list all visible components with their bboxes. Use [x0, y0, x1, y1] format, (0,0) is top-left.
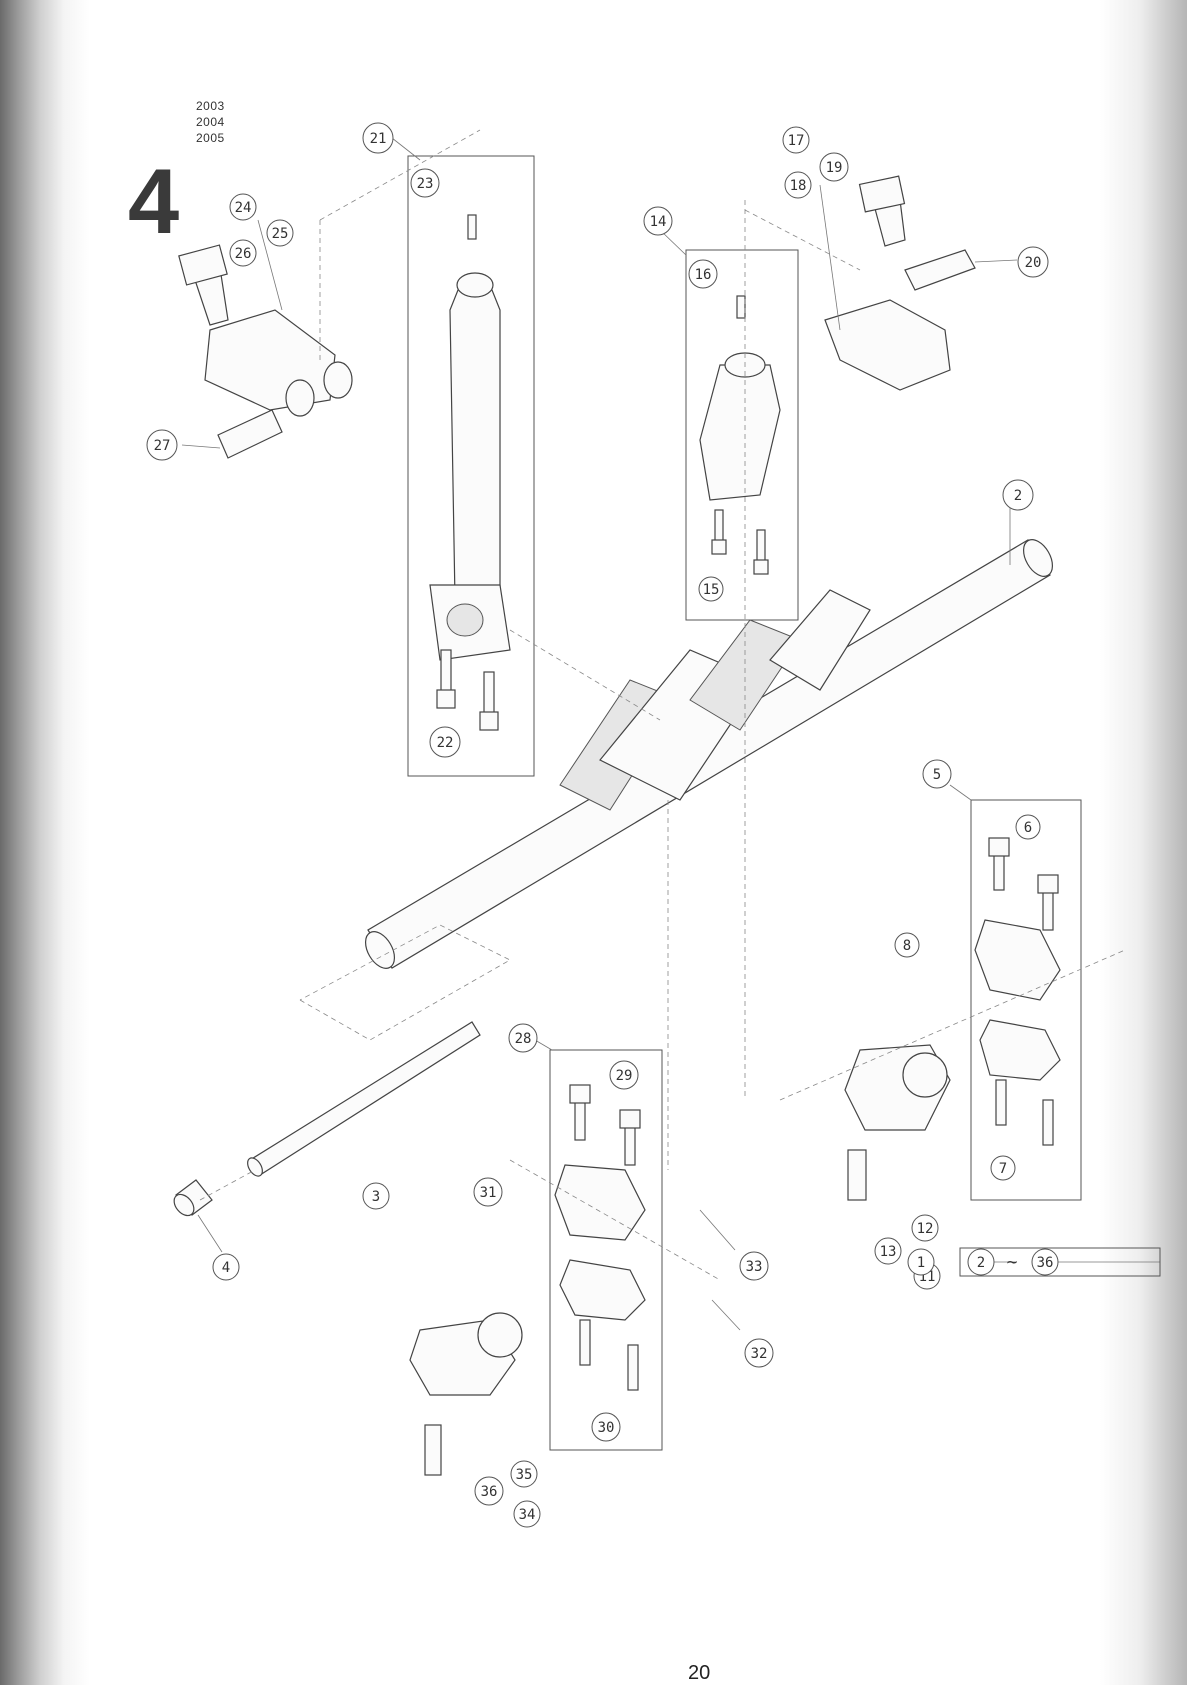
legend-root-callout: 1: [908, 1249, 934, 1275]
inner-shaft: [245, 1022, 480, 1179]
callout-18: 18: [785, 172, 811, 198]
callout-30: 30: [592, 1413, 620, 1441]
callout-15: 15: [699, 577, 723, 601]
svg-text:5: 5: [933, 767, 941, 783]
callout-31: 31: [474, 1178, 502, 1206]
callout-28: 28: [509, 1024, 537, 1052]
svg-text:7: 7: [999, 1161, 1007, 1177]
svg-text:23: 23: [417, 176, 434, 192]
svg-text:17: 17: [788, 133, 805, 149]
legend-to-callout: 36: [1032, 1249, 1058, 1275]
callout-32: 32: [745, 1339, 773, 1367]
svg-text:2: 2: [977, 1255, 985, 1271]
svg-text:8: 8: [903, 938, 911, 954]
svg-text:3: 3: [372, 1189, 380, 1205]
callout-7: 7: [991, 1156, 1015, 1180]
svg-text:21: 21: [370, 131, 387, 147]
callout-34: 34: [514, 1501, 540, 1527]
callout-8: 8: [895, 933, 919, 957]
block-assembly-right: [825, 176, 975, 390]
svg-text:1: 1: [917, 1255, 925, 1271]
coupling-right: [845, 838, 1060, 1200]
svg-text:33: 33: [746, 1259, 763, 1275]
svg-text:16: 16: [695, 267, 712, 283]
callout-26: 26: [230, 240, 256, 266]
sleeve: [170, 1180, 212, 1219]
callout-27: 27: [147, 430, 177, 460]
svg-text:31: 31: [480, 1185, 497, 1201]
callout-35: 35: [511, 1461, 537, 1487]
rod-bolts: [437, 650, 498, 730]
callout-3: 3: [363, 1183, 389, 1209]
svg-text:24: 24: [235, 200, 252, 216]
svg-text:14: 14: [650, 214, 667, 230]
callout-20: 20: [1018, 247, 1048, 277]
connecting-rod: [430, 215, 510, 660]
svg-text:15: 15: [703, 582, 720, 598]
page-number: 20: [688, 1662, 710, 1685]
svg-text:26: 26: [235, 246, 252, 262]
svg-text:36: 36: [481, 1484, 498, 1500]
callout-36: 36: [475, 1477, 503, 1505]
svg-text:34: 34: [519, 1507, 536, 1523]
callout-5: 5: [923, 760, 951, 788]
legend-separator: ~: [1007, 1252, 1018, 1273]
svg-text:25: 25: [272, 226, 289, 242]
svg-text:36: 36: [1037, 1255, 1054, 1271]
svg-text:29: 29: [616, 1068, 633, 1084]
svg-text:13: 13: [880, 1244, 897, 1260]
svg-text:18: 18: [790, 178, 807, 194]
callout-13: 13: [875, 1238, 901, 1264]
svg-text:27: 27: [154, 438, 171, 454]
bracket-assembly-left: [179, 245, 352, 458]
svg-text:35: 35: [516, 1467, 533, 1483]
svg-text:19: 19: [826, 160, 843, 176]
callout-29: 29: [610, 1061, 638, 1089]
svg-text:4: 4: [222, 1260, 230, 1276]
callout-22: 22: [430, 727, 460, 757]
callout-19: 19: [820, 153, 848, 181]
coupling-frame-right: [971, 800, 1081, 1200]
callout-14: 14: [644, 207, 672, 235]
callout-24: 24: [230, 194, 256, 220]
svg-text:12: 12: [917, 1221, 934, 1237]
svg-text:2: 2: [1014, 488, 1022, 504]
callout-12: 12: [912, 1215, 938, 1241]
callout-17: 17: [783, 127, 809, 153]
callout-4: 4: [213, 1254, 239, 1280]
callout-25: 25: [267, 220, 293, 246]
svg-text:30: 30: [598, 1420, 615, 1436]
svg-text:32: 32: [751, 1346, 768, 1362]
callout-33: 33: [740, 1252, 768, 1280]
svg-text:22: 22: [437, 735, 454, 751]
rocker-arm: [700, 296, 780, 574]
callout-21: 21: [363, 123, 393, 153]
svg-text:6: 6: [1024, 820, 1032, 836]
coupling-frame-lower: [550, 1050, 662, 1450]
svg-text:28: 28: [515, 1031, 532, 1047]
callout-23: 23: [411, 169, 439, 197]
legend-from-callout: 2: [968, 1249, 994, 1275]
svg-text:20: 20: [1025, 255, 1042, 271]
callout-16: 16: [689, 260, 717, 288]
callout-6: 6: [1016, 815, 1040, 839]
callout-2: 2: [1003, 480, 1033, 510]
